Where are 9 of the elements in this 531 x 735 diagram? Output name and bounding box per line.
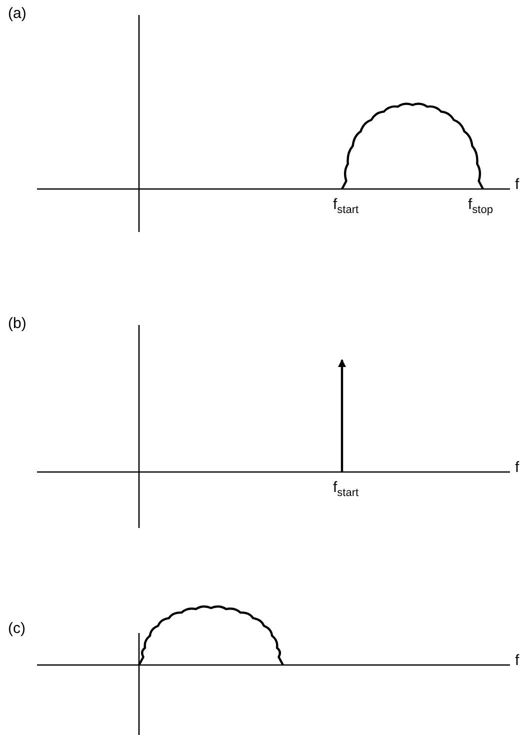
- panel-label: (c): [8, 621, 26, 636]
- frequency-label: f$_{start}$: [333, 480, 359, 499]
- axis-label: f: [515, 460, 520, 475]
- panel-label: (b): [8, 316, 26, 331]
- axis-label: f: [515, 177, 520, 192]
- panel-label: (a): [8, 6, 26, 21]
- frequency-label: f$_{start}$: [333, 197, 359, 216]
- axis-label: f: [515, 653, 520, 668]
- frequency-label: f$_{stop}$: [468, 197, 493, 216]
